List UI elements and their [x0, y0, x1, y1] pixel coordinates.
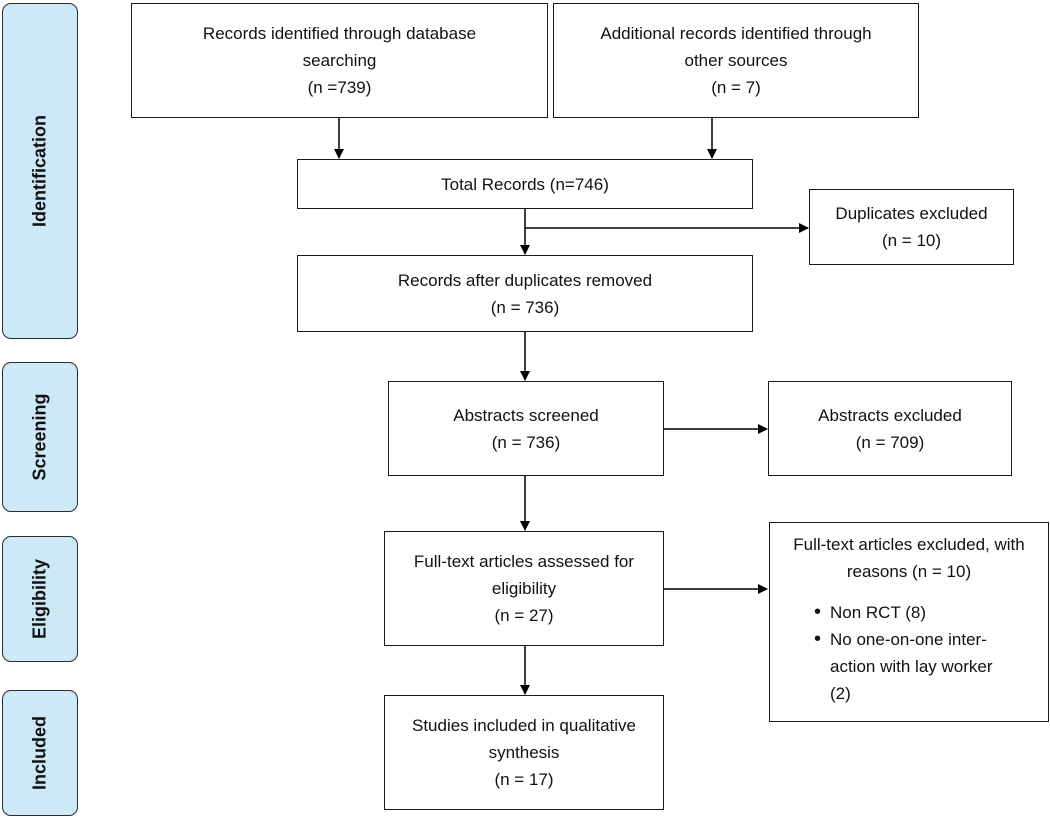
- total-records-box: Total Records (n=746): [297, 159, 753, 209]
- included-studies-line1: Studies included in qualitative: [412, 716, 636, 735]
- db-search-line1: Records identified through database: [202, 24, 477, 43]
- fulltext-excluded-line1: Full-text articles excluded, with: [793, 535, 1025, 554]
- phase-identification: Identification: [2, 3, 78, 339]
- db-search-line2: searching: [302, 51, 377, 70]
- after-duplicates-count: (n = 736): [490, 297, 560, 317]
- fulltext-assessed-line2: eligibility: [491, 579, 557, 598]
- other-sources-line2: other sources: [684, 51, 788, 70]
- included-studies-line2: synthesis: [488, 743, 560, 762]
- phase-included: Included: [2, 690, 78, 816]
- fulltext-excluded-heading: Full-text articles excluded, with reason…: [770, 531, 1048, 585]
- included-studies-box: Studies included in qualitative synthesi…: [384, 695, 664, 810]
- fulltext-assessed-line1: Full-text articles assessed for: [413, 552, 635, 571]
- duplicates-excluded-count: (n = 10): [881, 231, 942, 250]
- fulltext-excluded-line2: reasons (n = 10): [846, 562, 972, 581]
- duplicates-excluded-box: Duplicates excluded (n = 10): [809, 189, 1014, 265]
- exclusion-reason-item: No one-on-one inter- action with lay wor…: [770, 626, 1048, 707]
- fulltext-assessed-box: Full-text articles assessed for eligibil…: [384, 531, 664, 646]
- total-records-text: Total Records (n=746): [441, 174, 609, 194]
- duplicates-excluded-label: Duplicates excluded: [835, 204, 988, 223]
- abstracts-excluded-label: Abstracts excluded: [818, 405, 962, 425]
- exclusion-reason-no-interaction-line1: No one-on-one inter-: [830, 630, 987, 649]
- exclusion-reason-item: Non RCT (8): [770, 599, 1048, 626]
- abstracts-screened-label: Abstracts screened: [453, 405, 599, 425]
- exclusion-reasons-list: Non RCT (8) No one-on-one inter- action …: [770, 599, 1048, 707]
- included-studies-count: (n = 17): [494, 770, 554, 789]
- abstracts-excluded-count: (n = 709): [855, 432, 925, 452]
- phase-screening: Screening: [2, 362, 78, 512]
- after-duplicates-box: Records after duplicates removed (n = 73…: [297, 255, 753, 332]
- fulltext-assessed-count: (n = 27): [494, 606, 554, 625]
- exclusion-reason-non-rct: Non RCT (8): [830, 603, 927, 622]
- fulltext-excluded-box: Full-text articles excluded, with reason…: [769, 522, 1049, 722]
- abstracts-screened-box: Abstracts screened (n = 736): [388, 381, 664, 476]
- abstracts-excluded-box: Abstracts excluded (n = 709): [768, 381, 1012, 476]
- phase-eligibility: Eligibility: [2, 536, 78, 662]
- after-duplicates-label: Records after duplicates removed: [397, 270, 653, 290]
- abstracts-screened-count: (n = 736): [491, 432, 561, 452]
- other-sources-count: (n = 7): [711, 78, 761, 97]
- db-search-box: Records identified through database sear…: [131, 3, 548, 118]
- other-sources-line1: Additional records identified through: [600, 24, 872, 43]
- exclusion-reason-no-interaction-line3: (2): [830, 684, 851, 703]
- exclusion-reason-no-interaction-line2: action with lay worker: [830, 657, 993, 676]
- db-search-count: (n =739): [307, 78, 372, 97]
- other-sources-box: Additional records identified through ot…: [553, 3, 919, 118]
